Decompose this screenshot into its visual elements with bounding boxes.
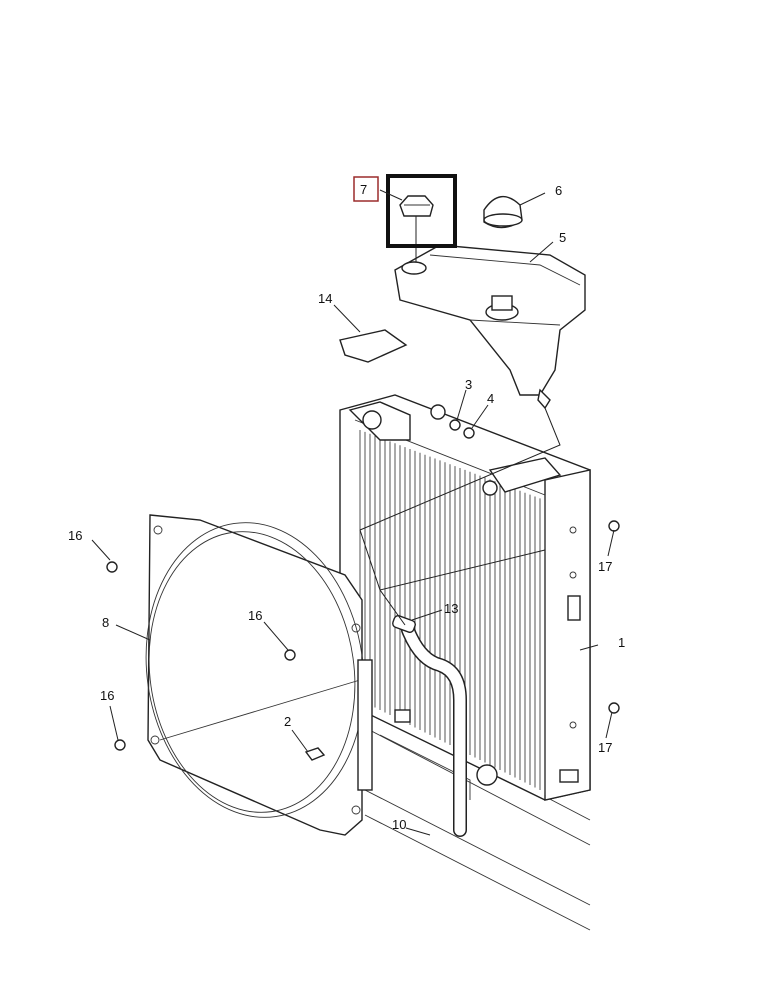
callout-8: 8 xyxy=(102,615,109,630)
radiator-bracket-slot xyxy=(567,595,581,621)
callout-16-top: 16 xyxy=(68,528,82,543)
callout-10: 10 xyxy=(392,817,406,832)
bolts-16 xyxy=(106,561,296,751)
lower-hose xyxy=(401,623,467,837)
upper-outlet xyxy=(482,480,498,496)
callout-16-bottom: 16 xyxy=(100,688,114,703)
seal-4 xyxy=(463,427,475,439)
callout-16-center: 16 xyxy=(248,608,262,623)
callout-5: 5 xyxy=(559,230,566,245)
radiator-core xyxy=(339,394,591,801)
callout-17-bottom: 17 xyxy=(598,740,612,755)
bolt-16-center xyxy=(284,649,296,661)
callout-7: 7 xyxy=(360,182,367,197)
clip-part-2 xyxy=(304,747,326,761)
seals xyxy=(449,419,475,439)
cover-panel xyxy=(339,329,408,363)
callout-14: 14 xyxy=(318,291,332,306)
leader-lines xyxy=(91,189,615,836)
callout-13: 13 xyxy=(444,601,458,616)
callout-17-top: 17 xyxy=(598,559,612,574)
callout-3: 3 xyxy=(465,377,472,392)
pressure-valve xyxy=(399,195,434,262)
bolt-17-top xyxy=(608,520,620,532)
lower-outlet xyxy=(476,764,498,786)
callout-4: 4 xyxy=(487,391,494,406)
callout-2: 2 xyxy=(284,714,291,729)
bolt-17-bottom xyxy=(608,702,620,714)
filler-cap xyxy=(483,196,523,229)
bolt-16-top xyxy=(106,561,118,573)
callout-7-box xyxy=(353,176,379,202)
bolt-16-bottom xyxy=(114,739,126,751)
callout-1: 1 xyxy=(618,635,625,650)
upper-hose-neck xyxy=(488,457,562,493)
callouts: 7 6 5 14 3 4 16 16 16 8 2 13 1 17 17 10 xyxy=(68,176,625,832)
bolts-17 xyxy=(608,520,620,714)
callout-6: 6 xyxy=(555,183,562,198)
seal-3 xyxy=(449,419,461,431)
expansion-tank xyxy=(394,244,586,410)
part-7-highlight-box xyxy=(386,174,457,248)
